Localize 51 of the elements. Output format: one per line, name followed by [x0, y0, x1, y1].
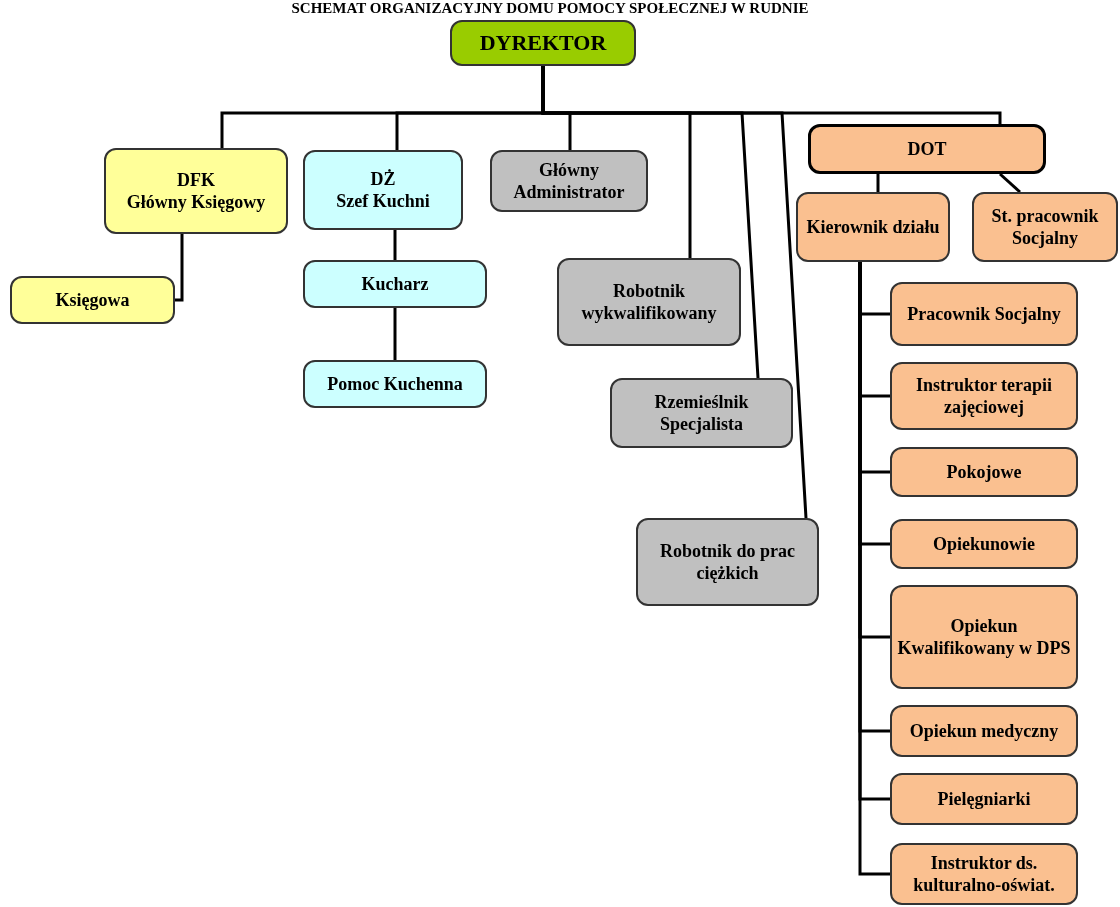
org-box	[104, 148, 288, 234]
org-box	[303, 360, 487, 408]
org-box	[890, 519, 1078, 569]
org-box	[490, 150, 648, 212]
org-box	[303, 150, 463, 230]
box-label: Rzemieślnik Specjalista	[653, 391, 750, 435]
box-label: Opiekun Kwalifikowany w DPS	[896, 615, 1072, 659]
box-label: Pokojowe	[946, 461, 1022, 483]
connector-line	[999, 172, 1021, 194]
org-box	[890, 585, 1078, 689]
org-box	[610, 378, 793, 448]
connector-line	[541, 66, 1002, 124]
box-label: Robotnik wykwalifikowany	[580, 280, 718, 324]
org-box	[890, 843, 1078, 905]
org-box	[636, 518, 819, 606]
box-label: Instruktor terapii zajęciowej	[914, 374, 1054, 418]
org-box	[450, 20, 636, 66]
org-box	[972, 192, 1118, 262]
box-label: Instruktor ds. kulturalno-oświat.	[912, 852, 1056, 896]
box-label: Robotnik do prac ciężkich	[659, 540, 796, 584]
org-box	[557, 258, 741, 346]
box-label: Szef Kuchni	[336, 190, 430, 212]
org-box	[890, 705, 1078, 757]
connector-line	[175, 234, 184, 302]
org-box	[890, 447, 1078, 497]
box-label: Kierownik działu	[806, 216, 940, 238]
box-label: DFK	[177, 169, 215, 191]
org-box	[890, 362, 1078, 430]
box-label: DYREKTOR	[479, 32, 607, 54]
connector-line	[393, 230, 397, 260]
connector-line	[876, 174, 880, 192]
org-box	[796, 192, 950, 262]
org-box	[890, 773, 1078, 825]
org-box	[303, 260, 487, 308]
chart-title: SCHEMAT ORGANIZACYJNY DOMU POMOCY SPOŁECZNEJ W RUDNIE	[290, 0, 810, 17]
box-label: Opiekun medyczny	[909, 720, 1059, 742]
org-box	[808, 124, 1046, 174]
box-label: DŻ	[370, 168, 396, 190]
box-label: Pomoc Kuchenna	[327, 373, 463, 395]
box-label: Opiekunowie	[933, 533, 1035, 555]
box-label: DOT	[907, 138, 947, 160]
org-box	[890, 282, 1078, 346]
box-label: Główny Księgowy	[126, 191, 266, 213]
box-label: Księgowa	[55, 289, 130, 311]
box-label: Pielęgniarki	[937, 788, 1031, 810]
box-label: Główny Administrator	[512, 159, 626, 203]
connector-line	[393, 308, 397, 360]
org-box	[10, 276, 175, 324]
box-label: Pracownik Socjalny	[907, 303, 1061, 325]
box-label: St. pracownik Socjalny	[990, 205, 1100, 249]
box-label: Kucharz	[361, 273, 429, 295]
